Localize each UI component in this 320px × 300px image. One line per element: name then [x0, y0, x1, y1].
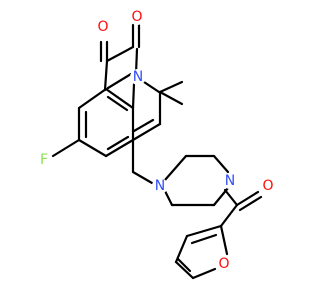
bond-c9b-c9a-inner — [106, 95, 129, 112]
atom-o-carbonyl: O — [260, 178, 276, 194]
bond-c1-c2 — [105, 45, 135, 63]
bond-c5-c6 — [131, 122, 162, 142]
atom-n-piperazine-left: N — [152, 178, 168, 194]
bond-npip-c-bottom — [163, 189, 174, 207]
bond-c4-me2 — [158, 90, 184, 106]
bond-npip-c-top — [163, 154, 188, 182]
atom-o-furan-label: O — [218, 256, 229, 272]
atom-o-top-right-label: O — [131, 9, 142, 25]
bond-furan-c2-o — [219, 224, 229, 256]
atom-labels: O O N F N N O O — [36, 9, 276, 272]
bond-c5-c6-inner — [132, 118, 155, 133]
bond-furan-c5-c4-inner — [176, 257, 192, 273]
bond-c7-c6a-inner — [106, 135, 130, 151]
bond-furan-c3-c2 — [185, 224, 223, 238]
bond-carbonyl-furan — [219, 203, 239, 228]
bond-c9a-c9 — [77, 87, 108, 110]
bond-n-c9b — [106, 72, 133, 90]
atom-n-piperazine-right-label: N — [225, 173, 235, 189]
bond-c-top-right-npip2 — [212, 154, 230, 174]
atom-o-furan: O — [216, 256, 232, 272]
bond-c7-c6a — [104, 138, 135, 158]
bond-npip2-c-carbonyl — [223, 188, 239, 207]
bond-c8-f — [51, 138, 81, 158]
bond-furan-c3-c2-inner — [190, 233, 218, 245]
bond-c9b-n — [131, 82, 136, 110]
bond-c1-c9a — [103, 59, 109, 92]
bond-ch2-npip — [131, 170, 154, 185]
atom-o-top-left-label: O — [97, 19, 108, 35]
bond-c4-me1 — [158, 80, 184, 94]
atom-n-piperazine-right: N — [222, 173, 238, 189]
atom-n-piperazine-left-label: N — [155, 178, 165, 194]
bond-c8-c7 — [77, 138, 108, 158]
bond-furan-c4-c3 — [174, 234, 189, 264]
bonds — [51, 23, 263, 280]
atom-o-carbonyl-label: O — [262, 178, 273, 194]
atom-o-top-left: O — [95, 19, 111, 35]
atom-n-ring: N — [130, 69, 146, 85]
atom-n-ring-label: N — [133, 69, 143, 85]
atom-f-label: F — [40, 152, 48, 168]
bond-carbonyl-o-double — [238, 195, 263, 212]
bond-furan-c5-c4 — [174, 260, 195, 280]
atom-f: F — [36, 152, 52, 168]
bond-furan-o-c5 — [191, 267, 217, 280]
bond-carbonyl-o — [235, 190, 260, 207]
atom-o-top-right: O — [129, 9, 145, 25]
chemical-structure: O O N F N N O O — [36, 9, 276, 280]
bond-c9b-c9a — [104, 87, 135, 110]
